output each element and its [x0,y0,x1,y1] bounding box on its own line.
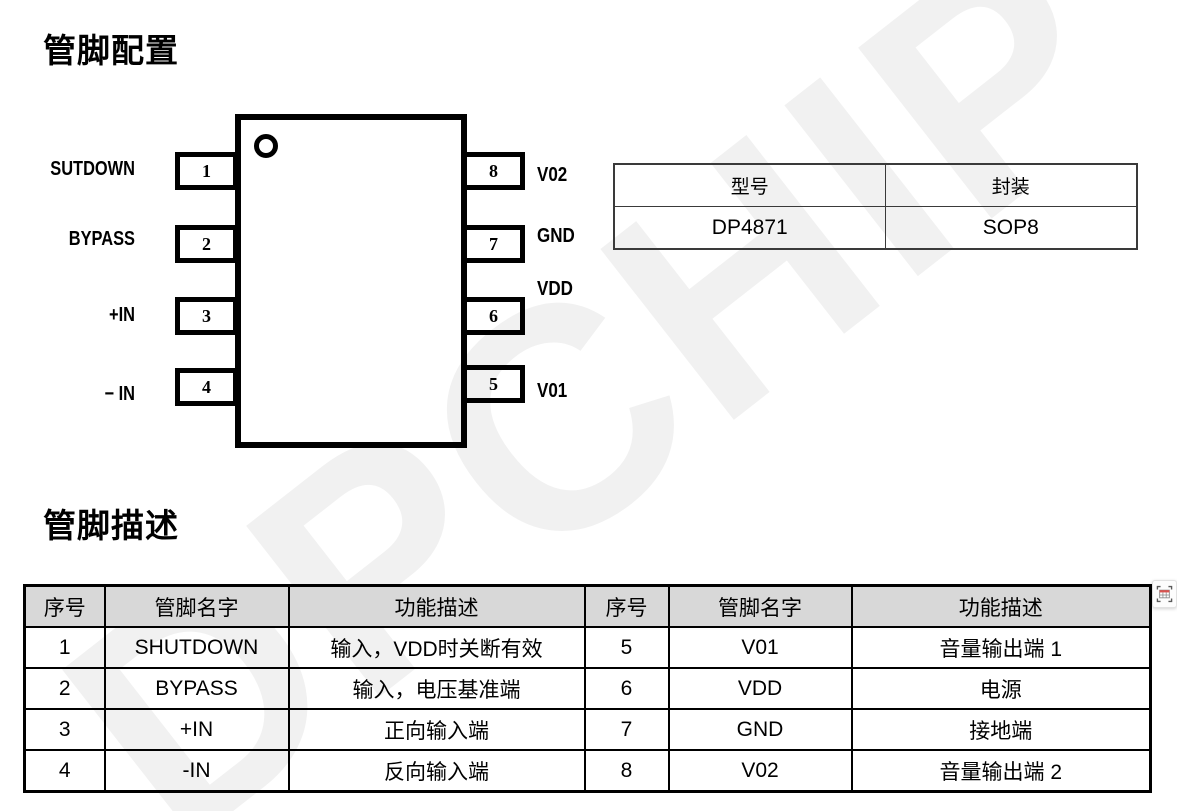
section-title-pin-description: 管脚描述 [43,507,179,544]
column-header: 管脚名字 [103,584,290,628]
pin-number: 4 [202,376,211,397]
table-row: DP4871 SOP8 [613,206,1138,250]
pin-number: 6 [489,305,498,326]
cell-pin-function: 接地端 [850,708,1152,751]
pin1-indicator-dot [254,134,278,158]
cell-pin-function: 输入，电压基准端 [287,667,586,710]
pin-box-2: 2 [175,225,238,263]
pin-number: 1 [202,160,211,181]
pin-box-7: 7 [462,225,525,263]
pin-label-gnd: GND [537,225,575,247]
pin-box-8: 8 [462,152,525,190]
pin-description-table: 序号 管脚名字 功能描述 序号 管脚名字 功能描述 1 SHUTDOWN 输入，… [23,584,1152,793]
cell-pin-name: -IN [103,749,290,793]
cell-pin-function: 反向输入端 [287,749,586,793]
table-row: 4 -IN 反向输入端 8 V02 音量输出端 2 [23,749,1152,793]
column-header: 管脚名字 [667,584,853,628]
pin-box-4: 4 [175,368,238,406]
column-header: 序号 [23,584,106,628]
column-header: 序号 [583,584,670,628]
pin-label-vdd: VDD [537,278,573,300]
cell-pin-function: 电源 [850,667,1152,710]
cell-pin-no: 8 [583,749,670,793]
table-row: 型号 封装 [613,163,1138,207]
cell-pin-function: 正向输入端 [287,708,586,751]
cell-pin-function: 输入，VDD时关断有效 [287,626,586,669]
cell-pin-no: 6 [583,667,670,710]
table-row: 1 SHUTDOWN 输入，VDD时关断有效 5 V01 音量输出端 1 [23,626,1152,669]
cell-pin-name: +IN [103,708,290,751]
model-header-cell: 型号 [613,163,886,207]
pin-label-sutdown: SUTDOWN [50,158,136,180]
cell-pin-function: 音量输出端 2 [850,749,1152,793]
cell-pin-no: 7 [583,708,670,751]
pin-number: 2 [202,233,211,254]
pin-box-3: 3 [175,297,238,335]
pin-box-6: 6 [462,297,525,335]
pin-number: 3 [202,305,211,326]
pin-number: 8 [489,160,498,181]
chip-body [235,114,467,448]
pin-label-v01: V01 [537,380,568,402]
cell-pin-name: VDD [667,667,853,710]
pin-box-1: 1 [175,152,238,190]
cell-pin-name: SHUTDOWN [103,626,290,669]
cell-pin-function: 音量输出端 1 [850,626,1152,669]
cell-pin-name: GND [667,708,853,751]
pin-label-minus-in: − IN [104,383,135,405]
cell-pin-name: BYPASS [103,667,290,710]
column-header: 功能描述 [287,584,586,628]
pin-label-plus-in: +IN [109,304,135,326]
package-value-cell: SOP8 [884,206,1138,250]
cell-pin-no: 1 [23,626,106,669]
pin-number: 5 [489,373,498,394]
model-value-cell: DP4871 [613,206,886,250]
cell-pin-name: V02 [667,749,853,793]
cell-pin-no: 4 [23,749,106,793]
cell-pin-name: V01 [667,626,853,669]
model-package-table: 型号 封装 DP4871 SOP8 [613,163,1138,250]
table-capture-icon [1156,585,1173,603]
cell-pin-no: 3 [23,708,106,751]
table-row: 2 BYPASS 输入，电压基准端 6 VDD 电源 [23,667,1152,710]
table-row: 3 +IN 正向输入端 7 GND 接地端 [23,708,1152,751]
pin-label-bypass: BYPASS [68,228,135,250]
pin-label-v02: V02 [537,164,568,186]
table-capture-button[interactable] [1152,580,1177,608]
package-header-cell: 封装 [884,163,1138,207]
section-title-pin-configuration: 管脚配置 [43,32,179,69]
table-header-row: 序号 管脚名字 功能描述 序号 管脚名字 功能描述 [23,584,1152,628]
column-header: 功能描述 [850,584,1152,628]
pin-box-5: 5 [462,365,525,403]
pin-number: 7 [489,233,498,254]
cell-pin-no: 5 [583,626,670,669]
cell-pin-no: 2 [23,667,106,710]
